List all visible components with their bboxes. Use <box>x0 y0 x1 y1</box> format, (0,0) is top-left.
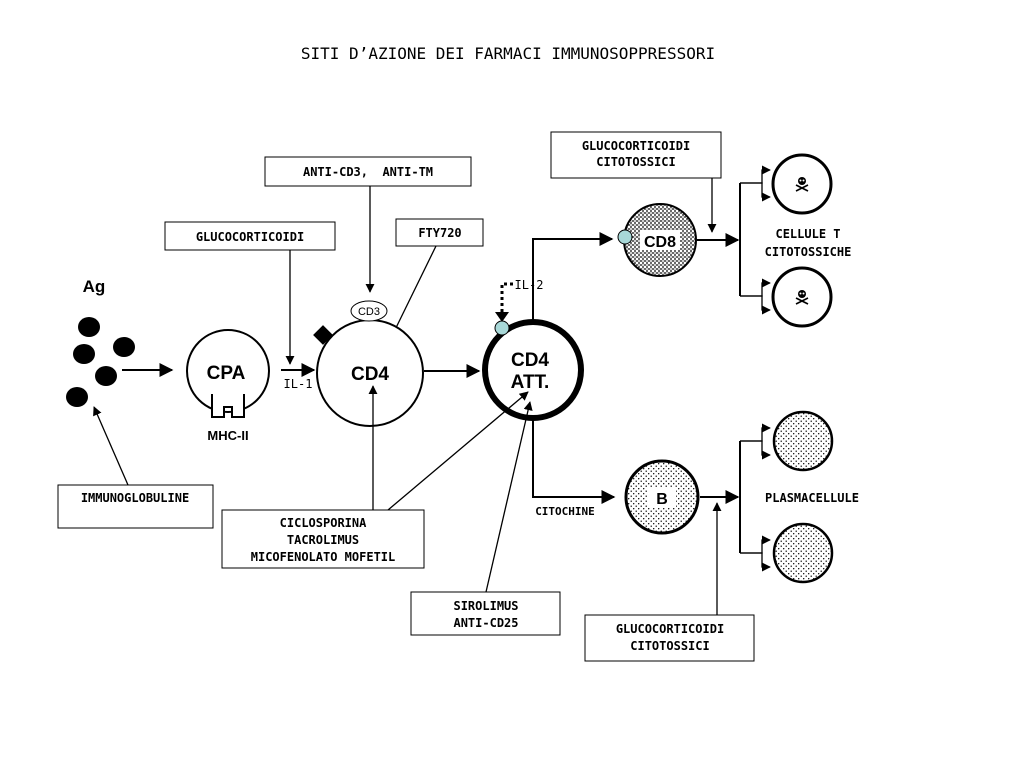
glucocorticoidi-label: GLUCOCORTICOIDI <box>196 230 304 244</box>
cd8-label: CD8 <box>644 234 676 251</box>
glucocorticoidi-box <box>164 221 336 251</box>
cd3-label: CD3 <box>358 306 380 318</box>
antigen-particles <box>66 317 135 407</box>
gluco-citotossici-top-line2: CITOTOSSICI <box>596 155 675 169</box>
sirolimus-line2: ANTI-CD25 <box>453 616 518 630</box>
il1-label: IL-1 <box>284 377 313 391</box>
sirolimus-box <box>410 591 561 636</box>
il2-receptor-dot <box>494 320 510 336</box>
plasmacellule-label: PLASMACELLULE <box>765 491 859 505</box>
gluco-citotossici-top-box <box>550 131 722 179</box>
b-cell-label: B <box>656 491 668 508</box>
cpa-label: CPA <box>207 363 246 384</box>
gluco-citotossici-top-line1: GLUCOCORTICOIDI <box>582 139 690 153</box>
gluco-citotossici-bottom-line1: GLUCOCORTICOIDI <box>616 622 724 636</box>
ciclosporina-line1: CICLOSPORINA <box>280 516 367 530</box>
gluco-citotossici-bottom-box <box>584 614 755 662</box>
arrow-fty720-to-cd4 <box>390 245 437 339</box>
plasma-cell-2 <box>772 522 834 584</box>
cd4-activated-label-1: CD4 <box>511 350 549 371</box>
cd4-receptor-marker <box>313 325 333 345</box>
immunoglobuline-box <box>57 484 214 529</box>
anti-cd3-label: ANTI-CD3, ANTI-TM <box>303 165 433 179</box>
ciclosporina-line3: MICOFENOLATO MOFETIL <box>251 550 396 564</box>
cellule-t-label-2: CITOTOSSICHE <box>765 245 852 259</box>
page-title: SITI D’AZIONE DEI FARMACI IMMUNOSOPPRESS… <box>301 44 715 63</box>
mhc-label: MHC-II <box>207 428 248 443</box>
fty720-box <box>395 218 484 247</box>
mhc-receptor <box>211 394 245 418</box>
cd4-label: CD4 <box>351 364 389 385</box>
arrow-ciclo-to-cd4att <box>387 391 529 511</box>
arrow-ig-to-ag <box>93 406 129 486</box>
arrow-sirolimus-to-cd4att <box>485 401 533 593</box>
path-cd4att-to-cd8 <box>532 232 614 322</box>
il2-label: IL-2 <box>515 278 544 292</box>
cellule-t-label-1: CELLULE T <box>775 227 840 241</box>
cpa-cell <box>186 329 270 413</box>
ciclosporina-line2: TACROLIMUS <box>287 533 359 547</box>
plasma-cell-1 <box>772 410 834 472</box>
immunoglobuline-label: IMMUNOGLOBULINE <box>81 491 189 505</box>
arrow-il2-autocrine <box>500 282 513 316</box>
path-cd4att-to-b <box>532 418 616 504</box>
anti-cd3-box <box>264 156 472 187</box>
cd4-activated-label-2: ATT. <box>511 372 550 393</box>
fty720-label: FTY720 <box>418 226 461 240</box>
gluco-citotossici-bottom-line2: CITOTOSSICI <box>630 639 709 653</box>
sirolimus-line1: SIROLIMUS <box>453 599 518 613</box>
cd8-receptor-dot <box>617 229 633 245</box>
antigen-label: Ag <box>83 277 106 296</box>
citochine-label: CITOCHINE <box>535 505 595 518</box>
ciclosporina-box <box>221 509 425 569</box>
cd3-receptor <box>350 300 388 322</box>
